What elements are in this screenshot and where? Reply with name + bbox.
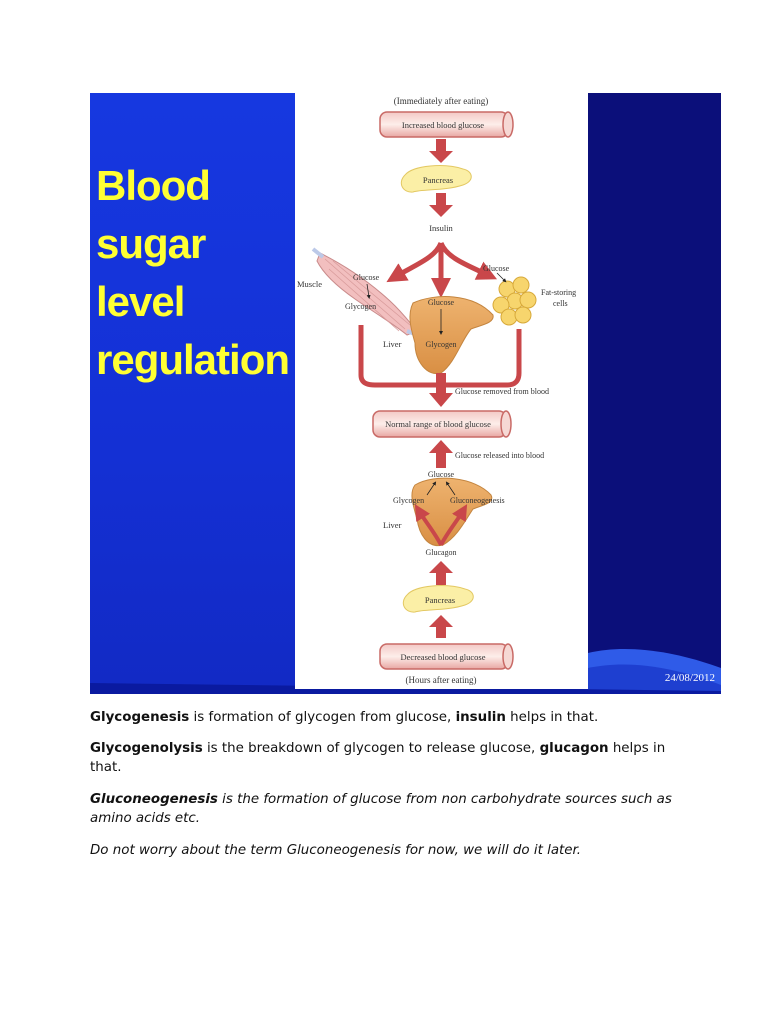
diagram-top-caption: (Immediately after eating) [394,96,488,106]
up-arrow-icon [429,615,453,638]
term-glucagon: glucagon [539,741,609,756]
gluconeogenesis-up-arrow-icon [445,481,456,496]
fat-glucose-label: Glucose [483,264,510,273]
glucagon-arrow-right-icon [439,504,468,546]
slide-title: Blood sugar level regulation [96,157,292,389]
up-arrow-icon [429,561,453,585]
increased-glucose-label: Increased blood glucose [402,120,484,130]
insulin-label: Insulin [429,223,453,233]
up-arrow-icon [429,440,453,468]
term-gluconeogenesis: Gluconeogenesis [90,792,218,807]
paragraph-text: is the formation of glucose from non car… [90,792,672,826]
pancreas-bottom: Pancreas [402,585,474,613]
liver-glucose-label: Glucose [428,298,455,307]
slide-left-panel [90,93,295,694]
muscle-glycogen-label: Glycogen [345,302,376,311]
glucagon-arrow-left-icon [414,504,443,546]
increased-glucose-tube: Increased blood glucose [379,111,514,138]
fat-glucose-arrow-icon [496,272,507,283]
pancreas-top: Pancreas [400,165,472,193]
slide-date: 24/08/2012 [664,672,715,684]
muscle-label: Muscle [297,279,322,289]
liver-upper-illustration [409,296,494,375]
fat-label-2: cells [553,299,568,308]
paragraph-glycogenesis: Glycogenesis is formation of glycogen fr… [90,708,680,727]
diagram-bottom-caption: (Hours after eating) [406,675,477,685]
paragraph-text: helps in that. [505,710,599,725]
paragraph-gluconeogenesis: Gluconeogenesis is the formation of gluc… [90,790,680,828]
paragraph-glycogenolysis: Glycogenolysis is the breakdown of glyco… [90,739,680,777]
gluconeogenesis-label: Gluconeogenesis [450,496,505,505]
slide-right-panel [588,93,721,694]
liver-lower-illustration [411,477,493,547]
paragraph-text: is formation of glycogen from glucose, [189,710,456,725]
arrow-to-muscle-icon [386,241,444,283]
arrow-to-fat-icon [438,241,498,280]
pancreas-bottom-label: Pancreas [425,595,455,605]
liver-label: Liver [383,339,402,349]
decreased-glucose-label: Decreased blood glucose [401,652,486,662]
term-insulin: insulin [455,710,506,725]
term-glycogenolysis: Glycogenolysis [90,741,203,756]
paragraph-text: is the breakdown of glycogen to release … [202,741,540,756]
muscle-illustration [311,247,426,340]
slide-title-line: regulation [96,336,290,383]
down-arrow-icon [429,193,453,217]
fat-cells-illustration [492,276,537,326]
blood-sugar-diagram: (Immediately after eating) Increased blo… [295,93,588,689]
glucagon-label: Glucagon [425,548,456,557]
pancreas-top-label: Pancreas [423,175,453,185]
slide-title-line: level [96,278,185,325]
fat-label-1: Fat-storing [541,288,576,297]
glucose-released-label: Glucose released into blood [455,451,544,460]
lower-glycogen-label: Glycogen [393,496,424,505]
lower-liver-label: Liver [383,520,402,530]
lower-glucose-label: Glucose [428,470,455,479]
down-arrow-icon [429,373,453,407]
slide-title-line: sugar [96,220,206,267]
glucose-removed-label: Glucose removed from blood [455,387,549,396]
glucose-to-glycogen-arrow-icon [366,283,371,299]
decreased-glucose-tube: Decreased blood glucose [379,643,514,670]
normal-range-label: Normal range of blood glucose [385,419,491,429]
muscle-glucose-label: Glucose [353,273,380,282]
slide-title-line: Blood [96,162,211,209]
glycogen-up-arrow-icon [426,481,437,496]
down-arrow-icon [429,139,453,163]
paragraph-note: Do not worry about the term Gluconeogene… [90,843,582,858]
normal-range-tube: Normal range of blood glucose [372,410,512,438]
slide-image: Blood sugar level regulation [90,93,721,694]
term-glycogenesis: Glycogenesis [90,710,190,725]
liver-glycogen-label: Glycogen [425,340,456,349]
paragraph-text: helps in that. [90,741,666,775]
